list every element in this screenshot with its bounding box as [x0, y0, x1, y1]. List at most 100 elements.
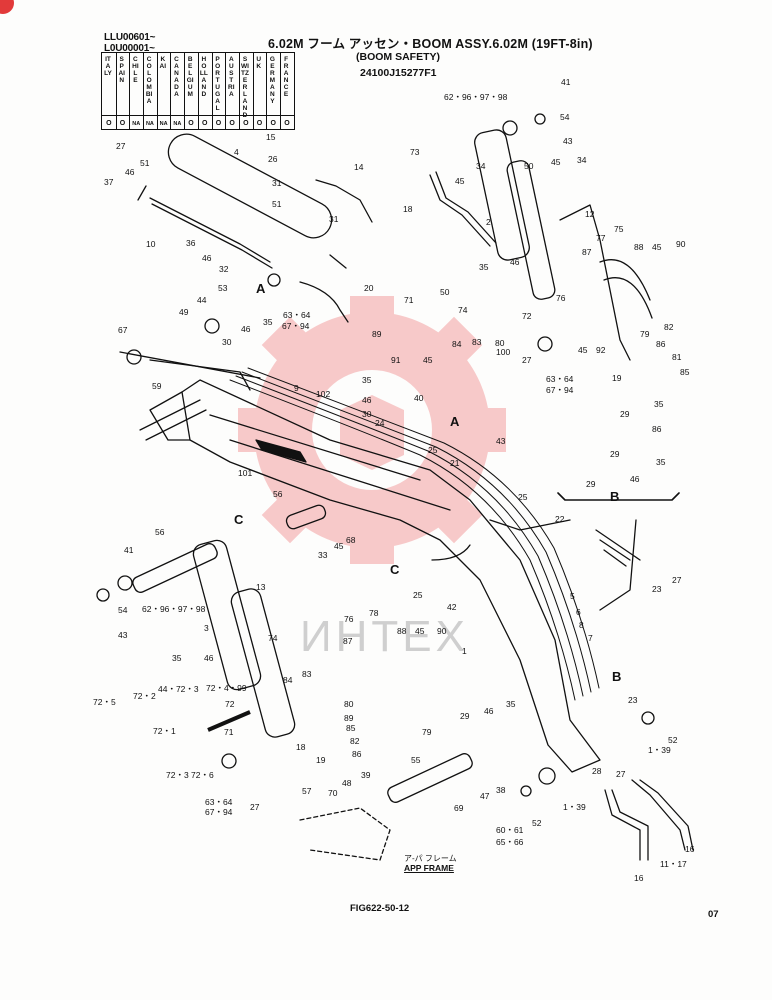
callout-label: 26: [268, 154, 278, 164]
callout-label: 35: [479, 262, 489, 272]
country-mark: NA: [132, 121, 141, 127]
callout-label: 52: [668, 735, 678, 745]
callout-label: 67・94: [282, 321, 310, 331]
callout-label: 34: [476, 161, 486, 171]
callout-label: 70: [328, 788, 338, 798]
callout-label: 27: [522, 355, 532, 365]
callout-label: 35: [263, 317, 273, 327]
country-mark: O: [106, 120, 112, 127]
callout-label: 87: [343, 636, 353, 646]
callout-label: 54: [560, 112, 570, 122]
callout-label: 46: [241, 324, 251, 334]
callout-label: 74: [458, 305, 468, 315]
callout-label: 23: [652, 584, 662, 594]
country-name: COLOMBIA: [145, 56, 153, 105]
callout-label: 53: [218, 283, 228, 293]
callout-label: 92: [596, 345, 606, 355]
callout-label: 29: [586, 479, 596, 489]
callout-label: 1・39: [648, 745, 671, 755]
country-name: PORTUGAL: [215, 56, 221, 112]
country-mark: NA: [159, 121, 168, 127]
callout-label: 23: [628, 695, 638, 705]
country-mark: O: [243, 120, 249, 127]
country-mark: O: [119, 120, 126, 127]
callout-label: 72: [225, 699, 235, 709]
callout-label: 60・61: [496, 825, 524, 835]
callout-label: 56: [273, 489, 283, 499]
callout-label: 36: [186, 238, 196, 248]
section-letter: B: [610, 489, 620, 504]
callout-label: 29: [460, 711, 470, 721]
callout-label: 63・64: [205, 797, 233, 807]
callout-label: 79: [422, 727, 432, 737]
callout-label: 40: [414, 393, 424, 403]
callout-label: 89: [344, 713, 354, 723]
callout-label: 19: [316, 755, 326, 765]
callout-label: 76: [556, 293, 566, 303]
callout-label: 63・64: [546, 374, 574, 384]
callout-label: 35: [362, 375, 372, 385]
callout-label: 59: [152, 381, 162, 391]
callout-label: 81: [672, 352, 682, 362]
callout-label: 3: [204, 623, 209, 633]
callout-label: 83: [472, 337, 482, 347]
callout-label: 54: [118, 605, 128, 615]
callout-label: 80: [495, 338, 505, 348]
callout-label: 89: [372, 329, 382, 339]
callout-label: 72: [522, 311, 532, 321]
callout-label: 72・6: [191, 770, 214, 780]
callout-label: 75: [614, 224, 624, 234]
callout-label: 72・1: [153, 726, 176, 736]
serial-range-1: LLU00601~: [104, 32, 156, 43]
country-mark: O: [229, 120, 235, 127]
country-name: GERMANY: [269, 56, 276, 105]
callout-label: 38: [496, 785, 506, 795]
callout-label: 46: [510, 257, 520, 267]
callout-label: 67: [118, 325, 128, 335]
country-column: PORTUGAL O: [212, 53, 227, 129]
callout-label: 87: [582, 247, 592, 257]
country-name: U K: [256, 56, 262, 70]
callout-label: 4: [234, 147, 239, 157]
callout-label: 82: [350, 736, 360, 746]
boom-body: [181, 379, 601, 773]
callout-label: 29: [620, 409, 630, 419]
callout-label: 44: [197, 295, 207, 305]
section-letter: B: [612, 669, 622, 684]
callout-label: 42: [447, 602, 457, 612]
boom-cylinder-left: [192, 539, 262, 691]
callout-label: 12: [585, 209, 595, 219]
page-number: 07: [708, 909, 719, 920]
callout-label: 56: [155, 527, 165, 537]
callout-label: 67・94: [205, 807, 233, 817]
callout-label: 1・39: [563, 802, 586, 812]
callout-label: 51: [272, 199, 282, 209]
callout-label: 77: [596, 233, 606, 243]
callout-label: 85: [680, 367, 690, 377]
country-mark: O: [215, 120, 222, 127]
callout-label: 30: [222, 337, 232, 347]
callout-label: 2: [486, 217, 491, 227]
callout-label: 27: [616, 769, 626, 779]
callout-label: 39: [361, 770, 371, 780]
callout-label: 88: [634, 242, 644, 252]
callout-label: 68: [346, 535, 356, 545]
boom-cylinder-right: [474, 129, 530, 261]
frame-label-en: APP FRAME: [404, 863, 454, 873]
callout-label: 78: [369, 608, 379, 618]
callout-label: 31: [329, 214, 339, 224]
callout-label: 7: [588, 633, 593, 643]
callout-label: 86: [656, 339, 666, 349]
section-letter: A: [450, 414, 460, 429]
